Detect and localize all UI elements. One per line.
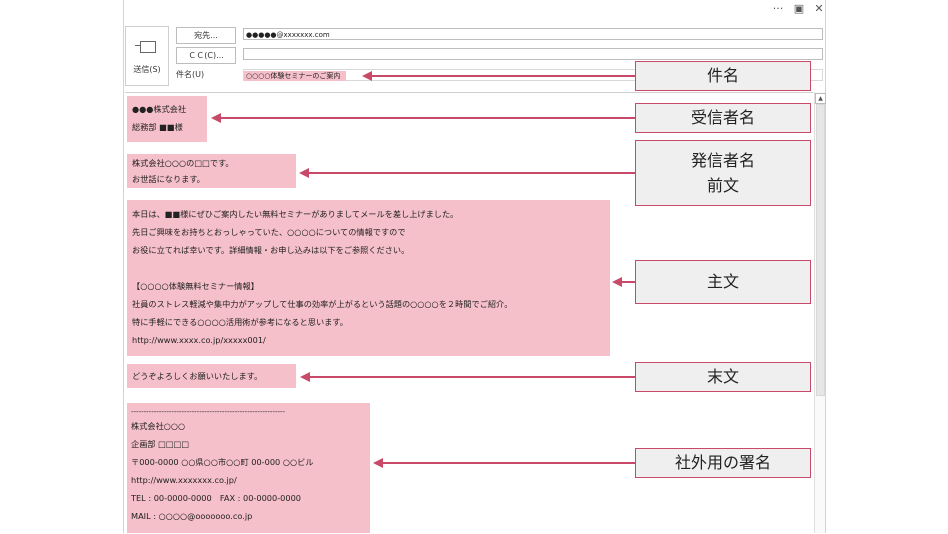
arrow-main-head: [612, 277, 622, 287]
main-line: 社員のストレス軽減や集中力がアップして仕事の効率が上がるという話題の○○○○を２…: [132, 299, 513, 309]
to-button[interactable]: 宛先...: [176, 27, 236, 44]
send-label: 送信(S): [133, 65, 161, 74]
arrow-subject-head: [362, 71, 372, 81]
window-left-border: [123, 0, 124, 533]
arrow-recipient-head: [211, 113, 221, 123]
recipient-block: ●●●株式会社 総務部 ■■様: [127, 96, 207, 142]
arrow-main-line: [620, 281, 636, 283]
signature-link[interactable]: http://www.xxxxxxx.co.jp/: [131, 475, 237, 485]
scroll-up-icon[interactable]: ▲: [815, 93, 826, 104]
arrow-recipient-line: [219, 117, 636, 119]
main-line: 先日ご興味をお持ちとおっしゃっていた、○○○○についての情報ですので: [132, 227, 406, 237]
close-window-icon[interactable]: ✕: [814, 2, 824, 15]
greeting-line: 株式会社○○○の□□です。: [132, 158, 234, 168]
recipient-line: ●●●株式会社: [132, 104, 187, 114]
arrow-signature-line: [381, 462, 636, 464]
greeting-block: 株式会社○○○の□□です。 お世話になります。: [127, 154, 296, 188]
callout-preface-label: 前文: [706, 176, 739, 195]
signature-line: 株式会社○○○: [131, 421, 186, 431]
window-right-border: [825, 0, 826, 533]
signature-block: ----------------------------------------…: [127, 403, 370, 533]
subject-value: ○○○○体験セミナーのご案内: [244, 71, 347, 81]
callout-sender-preface: 発信者名 前文: [635, 140, 811, 206]
main-line: お役に立てれば幸いです。詳細情報・お申し込みは以下をご参照ください。: [132, 245, 410, 255]
send-icon: [135, 41, 156, 53]
arrow-greeting-line: [307, 172, 636, 174]
signature-line: TEL : 00-0000-0000 FAX : 00-0000-0000: [131, 493, 302, 503]
signature-line: 〒000-0000 ○○県○○市○○町 00-000 ○○ビル: [131, 457, 314, 467]
main-line: 特に手軽にできる○○○○活用術が参考になると思います。: [132, 317, 348, 327]
callout-subject: 件名: [635, 61, 811, 91]
message-body[interactable]: [125, 92, 813, 534]
arrow-signature-head: [373, 458, 383, 468]
arrow-closing-head: [300, 372, 310, 382]
callout-closing: 末文: [635, 362, 811, 392]
callout-signature: 社外用の署名: [635, 448, 811, 478]
arrow-subject-line: [370, 75, 636, 77]
main-link[interactable]: http://www.xxxx.co.jp/xxxxx001/: [132, 335, 266, 345]
main-line: 本日は、■■様にぜひご案内したい無料セミナーがありましてメールを差し上げました。: [132, 209, 459, 219]
recipient-line: 総務部 ■■様: [132, 122, 183, 132]
main-text-block: 本日は、■■様にぜひご案内したい無料セミナーがありましてメールを差し上げました。…: [127, 200, 610, 356]
send-button[interactable]: 送信(S): [125, 26, 169, 86]
signature-line: 企画部 □□□□: [131, 439, 190, 449]
arrow-greeting-head: [299, 168, 309, 178]
more-options-icon[interactable]: ···: [772, 2, 784, 15]
closing-block: どうぞよろしくお願いいたします。: [127, 364, 296, 388]
to-field[interactable]: ●●●●●@xxxxxxx.com: [243, 28, 823, 40]
subject-label: 件名(U): [176, 70, 205, 79]
greeting-line: お世話になります。: [132, 174, 205, 184]
arrow-closing-line: [308, 376, 636, 378]
restore-window-icon[interactable]: ▣: [793, 2, 805, 15]
cc-field[interactable]: [243, 48, 823, 60]
callout-sender-label: 発信者名: [690, 151, 755, 170]
callout-main: 主文: [635, 260, 811, 304]
main-line: 【○○○○体験無料セミナー情報】: [132, 281, 259, 291]
signature-line: MAIL : ○○○○@ooooooo.co.jp: [131, 511, 253, 521]
scroll-thumb[interactable]: [816, 104, 825, 396]
signature-divider: ----------------------------------------…: [131, 408, 286, 416]
cc-button[interactable]: ＣＣ(C)...: [176, 47, 236, 64]
closing-line: どうぞよろしくお願いいたします。: [132, 371, 263, 381]
callout-recipient: 受信者名: [635, 103, 811, 133]
vertical-scrollbar[interactable]: ▲: [814, 92, 826, 533]
